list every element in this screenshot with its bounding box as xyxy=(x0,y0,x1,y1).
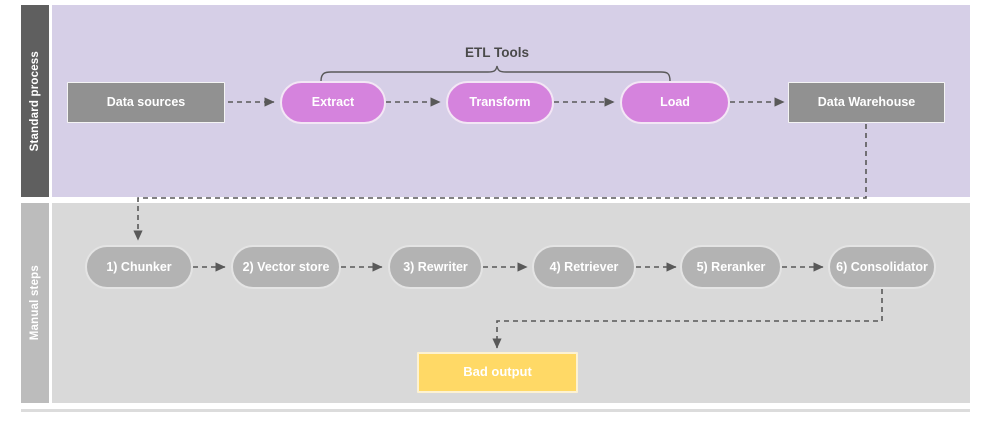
node-retriever[interactable]: 4) Retriever xyxy=(532,245,636,289)
node-data-sources-label: Data sources xyxy=(106,95,186,110)
node-consolidator[interactable]: 6) Consolidator xyxy=(828,245,936,289)
node-chunker-label: 1) Chunker xyxy=(106,259,172,274)
band-label-manual-steps: Manual steps xyxy=(21,203,49,403)
node-extract[interactable]: Extract xyxy=(280,81,386,124)
band-label-standard-process: Standard process xyxy=(21,5,49,197)
node-transform-label: Transform xyxy=(469,95,531,110)
node-retriever-label: 4) Retriever xyxy=(549,259,619,274)
node-vector-store[interactable]: 2) Vector store xyxy=(231,245,341,289)
node-consolidator-label: 6) Consolidator xyxy=(836,259,928,274)
node-extract-label: Extract xyxy=(311,95,355,110)
node-vector-store-label: 2) Vector store xyxy=(242,259,330,274)
node-reranker-label: 5) Reranker xyxy=(696,259,766,274)
node-data-sources[interactable]: Data sources xyxy=(67,82,225,123)
node-rewriter[interactable]: 3) Rewriter xyxy=(388,245,483,289)
node-load-label: Load xyxy=(660,95,690,110)
node-chunker[interactable]: 1) Chunker xyxy=(85,245,193,289)
etl-tools-caption: ETL Tools xyxy=(465,45,529,60)
node-reranker[interactable]: 5) Reranker xyxy=(680,245,782,289)
band-label-manual-steps-text: Manual steps xyxy=(29,265,41,341)
node-load[interactable]: Load xyxy=(620,81,730,124)
bottom-divider xyxy=(21,409,970,412)
node-data-warehouse-label: Data Warehouse xyxy=(817,95,916,110)
node-bad-output-label: Bad output xyxy=(463,364,532,380)
node-rewriter-label: 3) Rewriter xyxy=(403,259,468,274)
node-bad-output[interactable]: Bad output xyxy=(417,352,578,393)
node-transform[interactable]: Transform xyxy=(446,81,554,124)
band-label-standard-process-text: Standard process xyxy=(29,50,41,152)
node-data-warehouse[interactable]: Data Warehouse xyxy=(788,82,945,123)
